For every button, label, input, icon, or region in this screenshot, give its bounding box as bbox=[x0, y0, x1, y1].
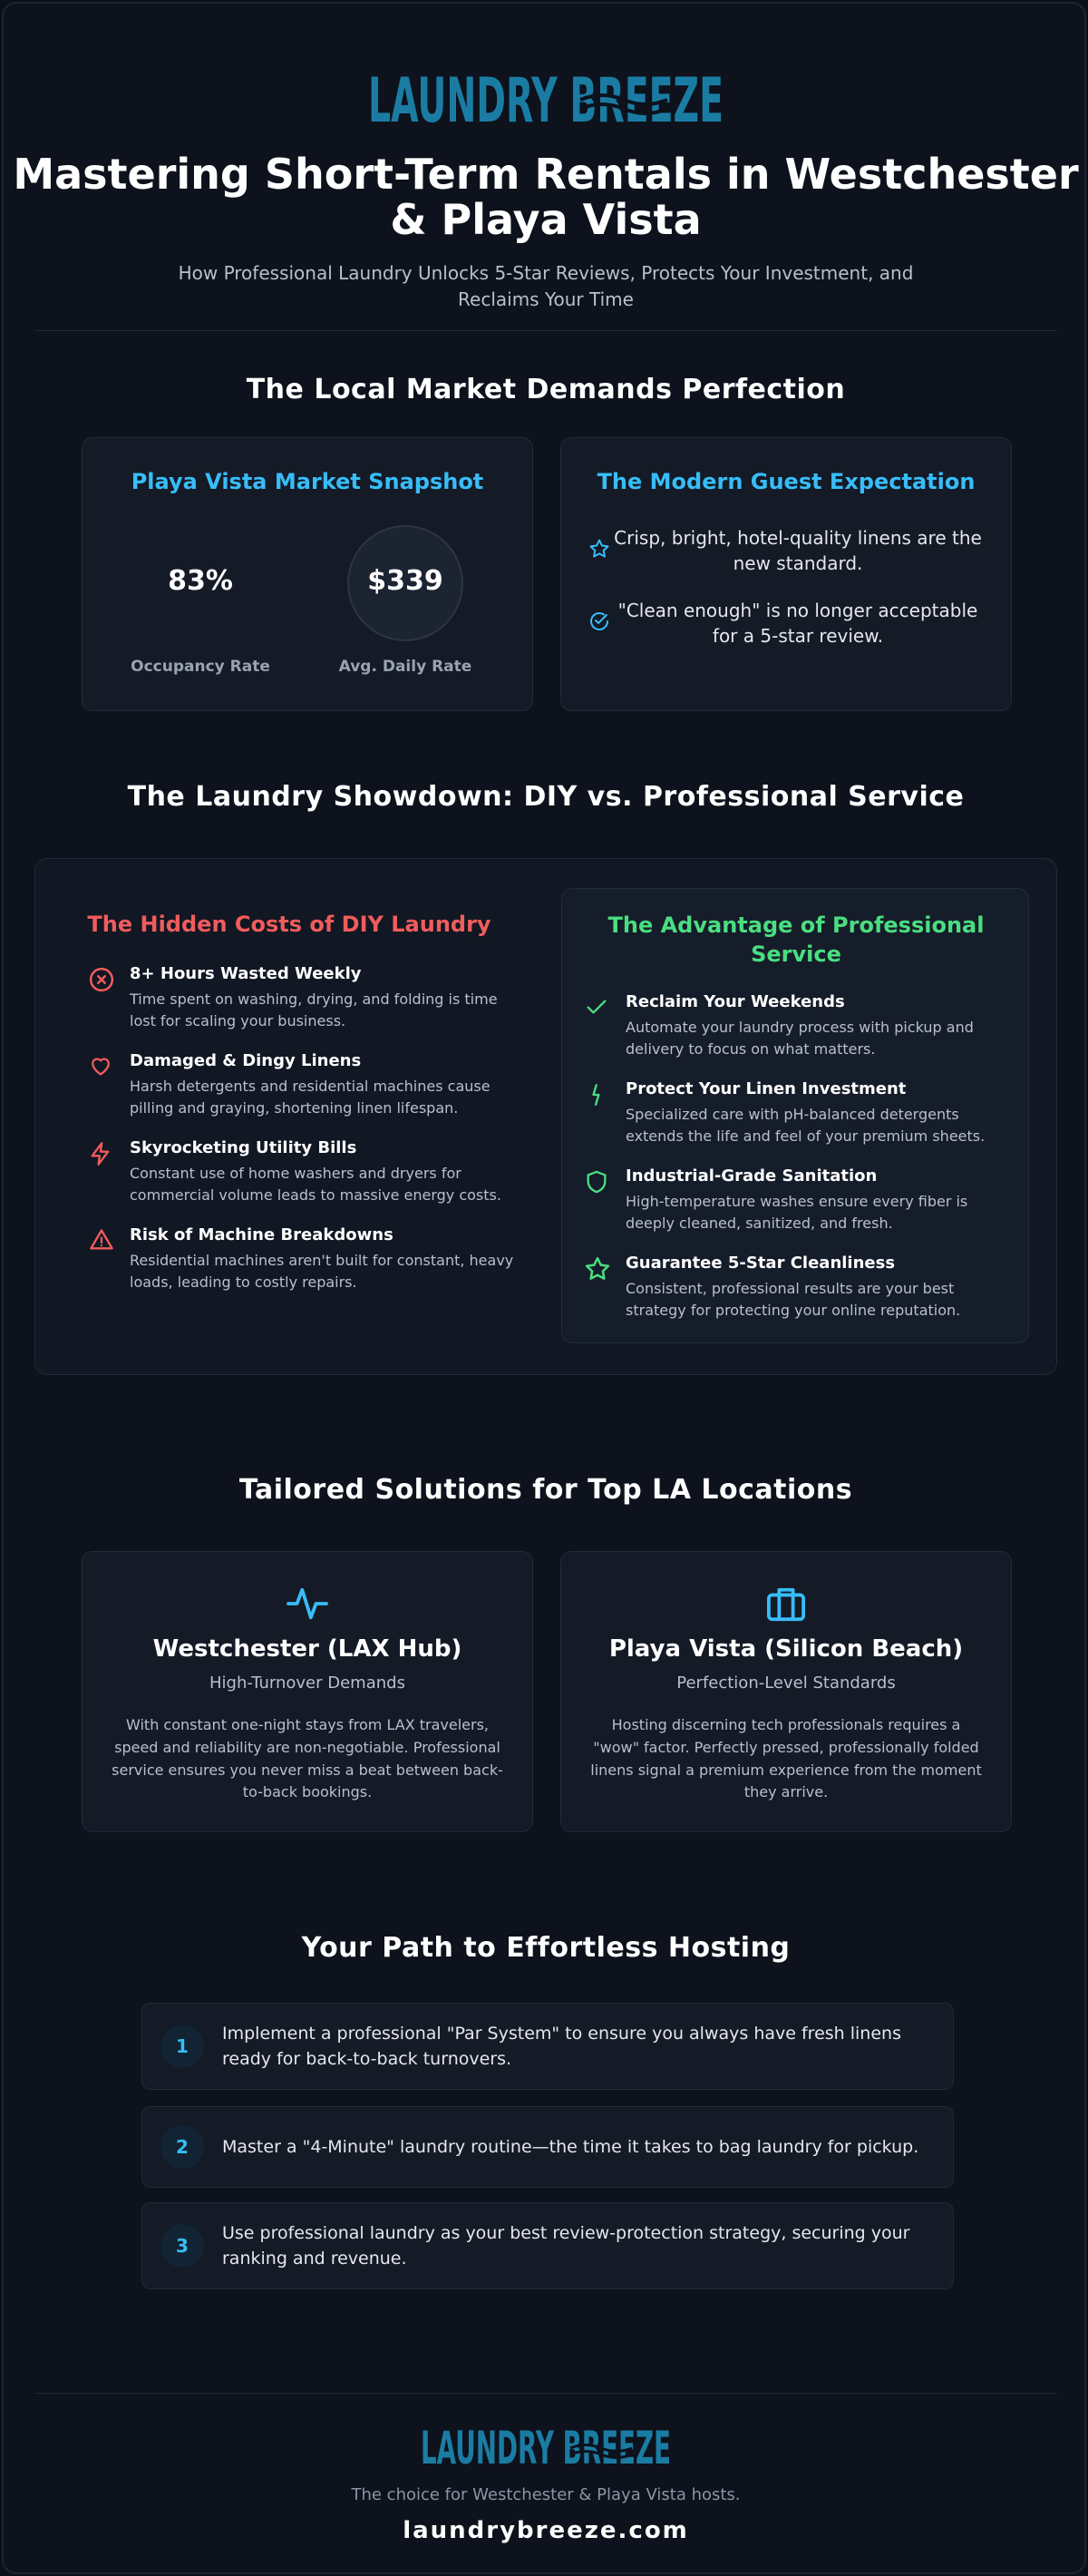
logo-text: LAUNDRY BREEZE bbox=[368, 65, 724, 132]
diy-item-heading: Skyrocketing Utility Bills bbox=[130, 1138, 357, 1157]
diy-item-text: Time spent on washing, drying, and foldi… bbox=[130, 990, 498, 1029]
check-circle-icon bbox=[588, 610, 612, 636]
diy-item: Skyrocketing Utility Bills Constant use … bbox=[88, 1138, 514, 1206]
pro-item: Protect Your Linen Investment Specialize… bbox=[584, 1079, 1010, 1147]
step-number: 3 bbox=[160, 2224, 204, 2268]
footer-url-link[interactable]: laundrybreeze.com bbox=[403, 2517, 689, 2544]
footer-tagline: The choice for Westchester & Playa Vista… bbox=[351, 2485, 741, 2504]
step-item: 2 Master a "4-Minute" laundry routine—th… bbox=[141, 2106, 954, 2188]
lightning-icon bbox=[88, 1138, 130, 1206]
location-title: Playa Vista (Silicon Beach) bbox=[608, 1635, 964, 1663]
divider bbox=[34, 2393, 1057, 2394]
pro-item-text: Automate your laundry process with picku… bbox=[626, 1019, 974, 1058]
diy-title: The Hidden Costs of DIY Laundry bbox=[87, 912, 491, 937]
location-text: With constant one-night stays from LAX t… bbox=[112, 1716, 503, 1801]
bolt-icon bbox=[584, 1079, 626, 1147]
adr-value: $339 bbox=[367, 565, 443, 597]
footer: LAUNDRY BREEZE The choice for Westcheste… bbox=[4, 2418, 1088, 2544]
pro-item: Reclaim Your Weekends Automate your laun… bbox=[584, 992, 1010, 1060]
pro-title: The Advantage of Professional Service bbox=[607, 912, 985, 968]
diy-item: Risk of Machine Breakdowns Residential m… bbox=[88, 1225, 514, 1293]
occupancy-label: Occupancy Rate bbox=[131, 658, 270, 676]
locations-section-title: Tailored Solutions for Top LA Locations bbox=[238, 1474, 853, 1506]
briefcase-icon bbox=[561, 1585, 1011, 1623]
expectation-item: Crisp, bright, hotel-quality linens are … bbox=[588, 525, 984, 576]
step-item: 3 Use professional laundry as your best … bbox=[141, 2202, 954, 2289]
step-text: Master a "4-Minute" laundry routine—the … bbox=[222, 2136, 919, 2157]
expectation-text: "Clean enough" is no longer acceptable f… bbox=[617, 600, 978, 647]
activity-icon bbox=[83, 1585, 532, 1623]
heart-icon bbox=[88, 1051, 130, 1119]
footer-logo-text: LAUNDRY BREEZE bbox=[421, 2422, 671, 2471]
location-card-playa-vista: Playa Vista (Silicon Beach) Perfection-L… bbox=[560, 1551, 1012, 1832]
pro-item-heading: Guarantee 5-Star Cleanliness bbox=[626, 1254, 896, 1273]
star-icon bbox=[584, 1254, 626, 1322]
market-section-title: The Local Market Demands Perfection bbox=[246, 374, 846, 405]
diy-item: Damaged & Dingy Linens Harsh detergents … bbox=[88, 1051, 514, 1119]
step-number: 2 bbox=[160, 2125, 204, 2169]
pro-item-text: High-temperature washes ensure every fib… bbox=[626, 1193, 968, 1232]
pro-item-heading: Protect Your Linen Investment bbox=[626, 1079, 907, 1098]
diy-item-text: Harsh detergents and residential machine… bbox=[130, 1078, 491, 1117]
snapshot-title: Playa Vista Market Snapshot bbox=[131, 469, 484, 494]
pro-item: Guarantee 5-Star Cleanliness Consistent,… bbox=[584, 1254, 1010, 1322]
diy-item: 8+ Hours Wasted Weekly Time spent on was… bbox=[88, 964, 514, 1032]
location-title: Westchester (LAX Hub) bbox=[152, 1635, 462, 1663]
shield-icon bbox=[584, 1166, 626, 1234]
showdown-section-title: The Laundry Showdown: DIY vs. Profession… bbox=[127, 781, 965, 813]
location-subtitle: High-Turnover Demands bbox=[209, 1673, 405, 1693]
path-section-title: Your Path to Effortless Hosting bbox=[301, 1932, 791, 1964]
adr-circle bbox=[347, 525, 463, 641]
step-text: Use professional laundry as your best re… bbox=[222, 2222, 910, 2269]
diy-item-heading: 8+ Hours Wasted Weekly bbox=[130, 964, 362, 983]
star-icon bbox=[588, 538, 612, 563]
warning-icon bbox=[88, 1225, 130, 1293]
diy-item-text: Constant use of home washers and dryers … bbox=[130, 1165, 501, 1204]
expectation-item: "Clean enough" is no longer acceptable f… bbox=[588, 598, 984, 649]
showdown-panel: The Hidden Costs of DIY Laundry 8+ Hours… bbox=[34, 858, 1057, 1375]
check-icon bbox=[584, 992, 626, 1060]
expectation-title: The Modern Guest Expectation bbox=[597, 469, 976, 494]
occupancy-value: 83% bbox=[168, 565, 233, 597]
footer-logo: LAUNDRY BREEZE bbox=[4, 2418, 1088, 2471]
guest-expectation-card: The Modern Guest Expectation Crisp, brig… bbox=[560, 437, 1012, 711]
adr-label: Avg. Daily Rate bbox=[338, 658, 472, 676]
header: LAUNDRY BREEZE Mastering Short-Term Rent… bbox=[4, 60, 1088, 313]
diy-item-heading: Damaged & Dingy Linens bbox=[130, 1051, 362, 1070]
diy-item-text: Residential machines aren't built for co… bbox=[130, 1252, 514, 1291]
pro-item-text: Specialized care with pH-balanced deterg… bbox=[626, 1106, 986, 1145]
location-subtitle: Perfection-Level Standards bbox=[676, 1673, 896, 1693]
brand-logo: LAUNDRY BREEZE bbox=[4, 60, 1088, 132]
pro-card: The Advantage of Professional Service Re… bbox=[561, 888, 1029, 1343]
page-subtitle: How Professional Laundry Unlocks 5-Star … bbox=[178, 262, 914, 311]
pro-item-heading: Reclaim Your Weekends bbox=[626, 992, 845, 1011]
pro-item-text: Consistent, professional results are you… bbox=[626, 1280, 961, 1319]
divider bbox=[34, 330, 1057, 331]
location-text: Hosting discerning tech professionals re… bbox=[590, 1716, 982, 1801]
expectation-text: Crisp, bright, hotel-quality linens are … bbox=[614, 527, 982, 574]
page-title: Mastering Short-Term Rentals in Westches… bbox=[13, 150, 1079, 244]
location-card-westchester: Westchester (LAX Hub) High-Turnover Dema… bbox=[82, 1551, 533, 1832]
diy-item-heading: Risk of Machine Breakdowns bbox=[130, 1225, 393, 1244]
step-text: Implement a professional "Par System" to… bbox=[222, 2023, 901, 2070]
market-snapshot-card: Playa Vista Market Snapshot 83% $339 Occ… bbox=[82, 437, 533, 711]
step-number: 1 bbox=[160, 2025, 204, 2068]
pro-item: Industrial-Grade Sanitation High-tempera… bbox=[584, 1166, 1010, 1234]
x-circle-icon bbox=[88, 964, 130, 1032]
pro-item-heading: Industrial-Grade Sanitation bbox=[626, 1166, 878, 1186]
step-item: 1 Implement a professional "Par System" … bbox=[141, 2003, 954, 2090]
